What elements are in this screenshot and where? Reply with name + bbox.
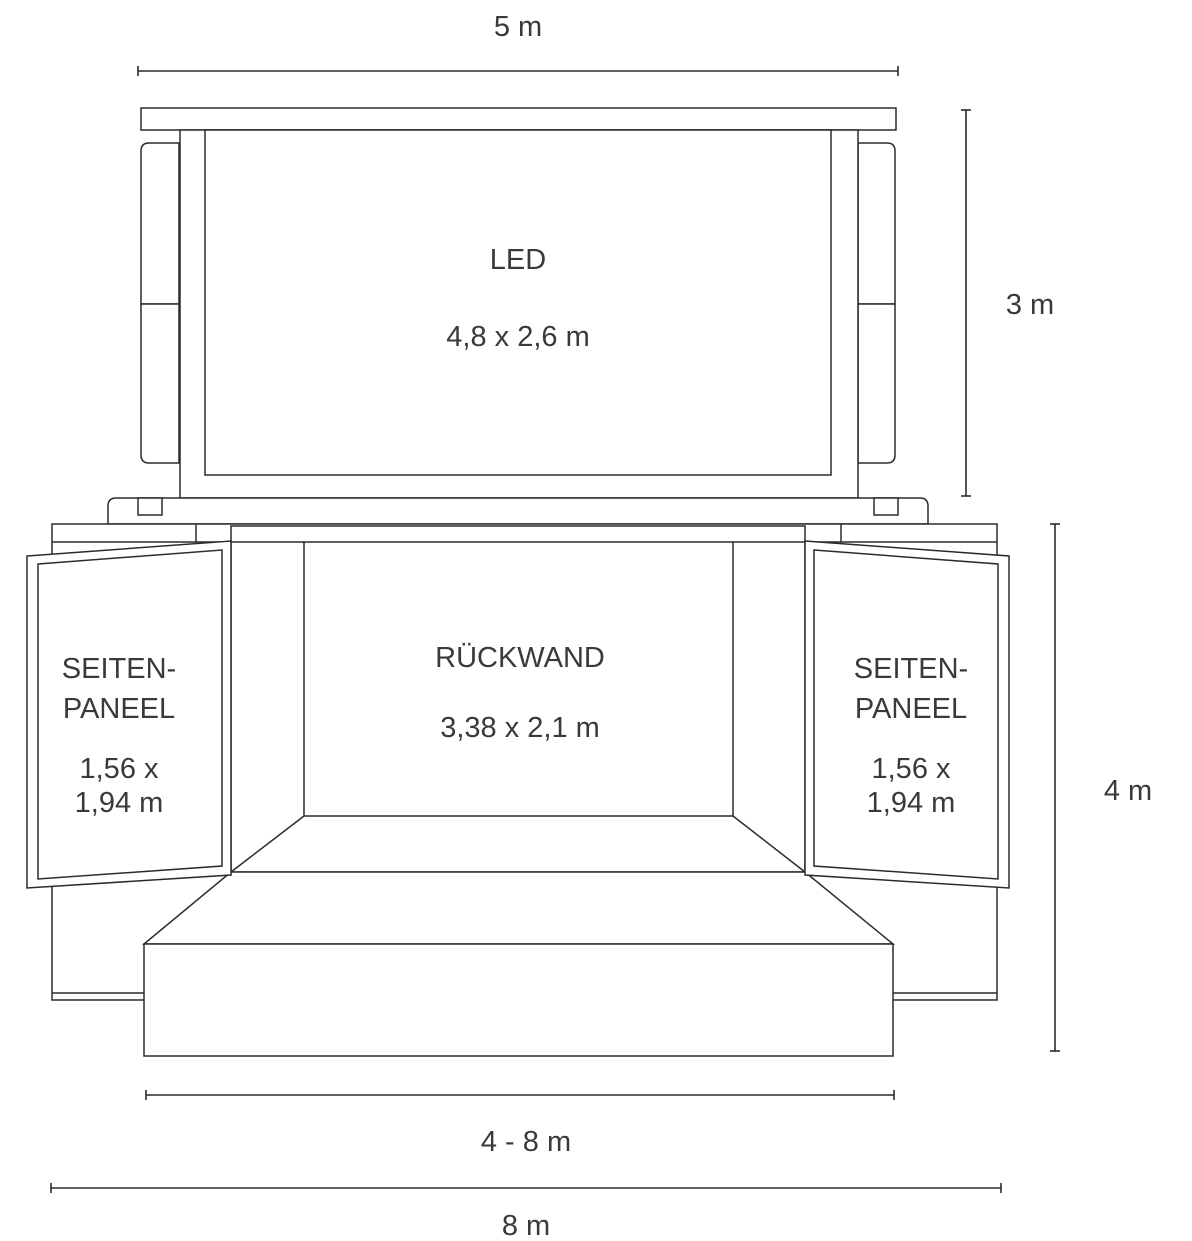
- dimension-front-width-label: 4 - 8 m: [481, 1126, 571, 1158]
- backwall-panel: [303, 541, 734, 817]
- led-side-speaker-right: [857, 142, 896, 305]
- dimension-stage-height: 4 m: [1050, 523, 1152, 1052]
- front-platform-top: [141, 871, 896, 945]
- dimension-top-width-label: 5 m: [494, 11, 542, 43]
- led-side-speaker-left: [140, 142, 180, 305]
- side-panel-right-name-1: SEITEN-: [854, 653, 968, 685]
- stage-foot-left: [137, 497, 163, 516]
- dimension-stage-height-label: 4 m: [1104, 775, 1152, 807]
- side-panel-left-size-2: 1,94 m: [75, 787, 164, 819]
- dimension-top-width: 5 m: [137, 11, 899, 76]
- stage-foot-right: [873, 497, 899, 516]
- dimension-front-width: 4 - 8 m: [145, 1090, 895, 1158]
- led-side-speaker-right-lower: [857, 303, 896, 464]
- side-panel-right-size-2: 1,94 m: [867, 787, 956, 819]
- backwall: RÜCKWAND 3,38 x 2,1 m: [230, 525, 806, 873]
- side-panel-left-name-1: SEITEN-: [62, 653, 176, 685]
- dimension-led-height-label: 3 m: [1006, 289, 1054, 321]
- side-panel-left-size-1: 1,56 x: [80, 753, 159, 785]
- side-panel-left-name-2: PANEEL: [63, 693, 175, 725]
- led-side-speaker-left-lower: [140, 303, 180, 464]
- front-platform-face: [143, 943, 894, 1057]
- stage-back-platform: [107, 497, 929, 525]
- led-size: 4,8 x 2,6 m: [446, 321, 589, 353]
- side-panel-right-name-2: PANEEL: [855, 693, 967, 725]
- led-top-beam: [140, 107, 897, 131]
- side-panel-left: SEITEN- PANEEL 1,56 x 1,94 m: [26, 540, 232, 889]
- led-wall: LED 4,8 x 2,6 m: [140, 107, 897, 499]
- led-screen: [204, 129, 832, 476]
- dimension-led-height: 3 m: [961, 109, 1054, 497]
- backwall-name: RÜCKWAND: [435, 642, 605, 674]
- side-panel-right-size-1: 1,56 x: [872, 753, 951, 785]
- dimension-total-width-label: 8 m: [502, 1210, 550, 1241]
- side-panel-right: SEITEN- PANEEL 1,56 x 1,94 m: [804, 540, 1010, 889]
- backwall-size: 3,38 x 2,1 m: [440, 712, 600, 744]
- dimension-total-width: 8 m: [50, 1183, 1002, 1241]
- front-platform: [141, 871, 896, 1057]
- led-name: LED: [490, 244, 546, 276]
